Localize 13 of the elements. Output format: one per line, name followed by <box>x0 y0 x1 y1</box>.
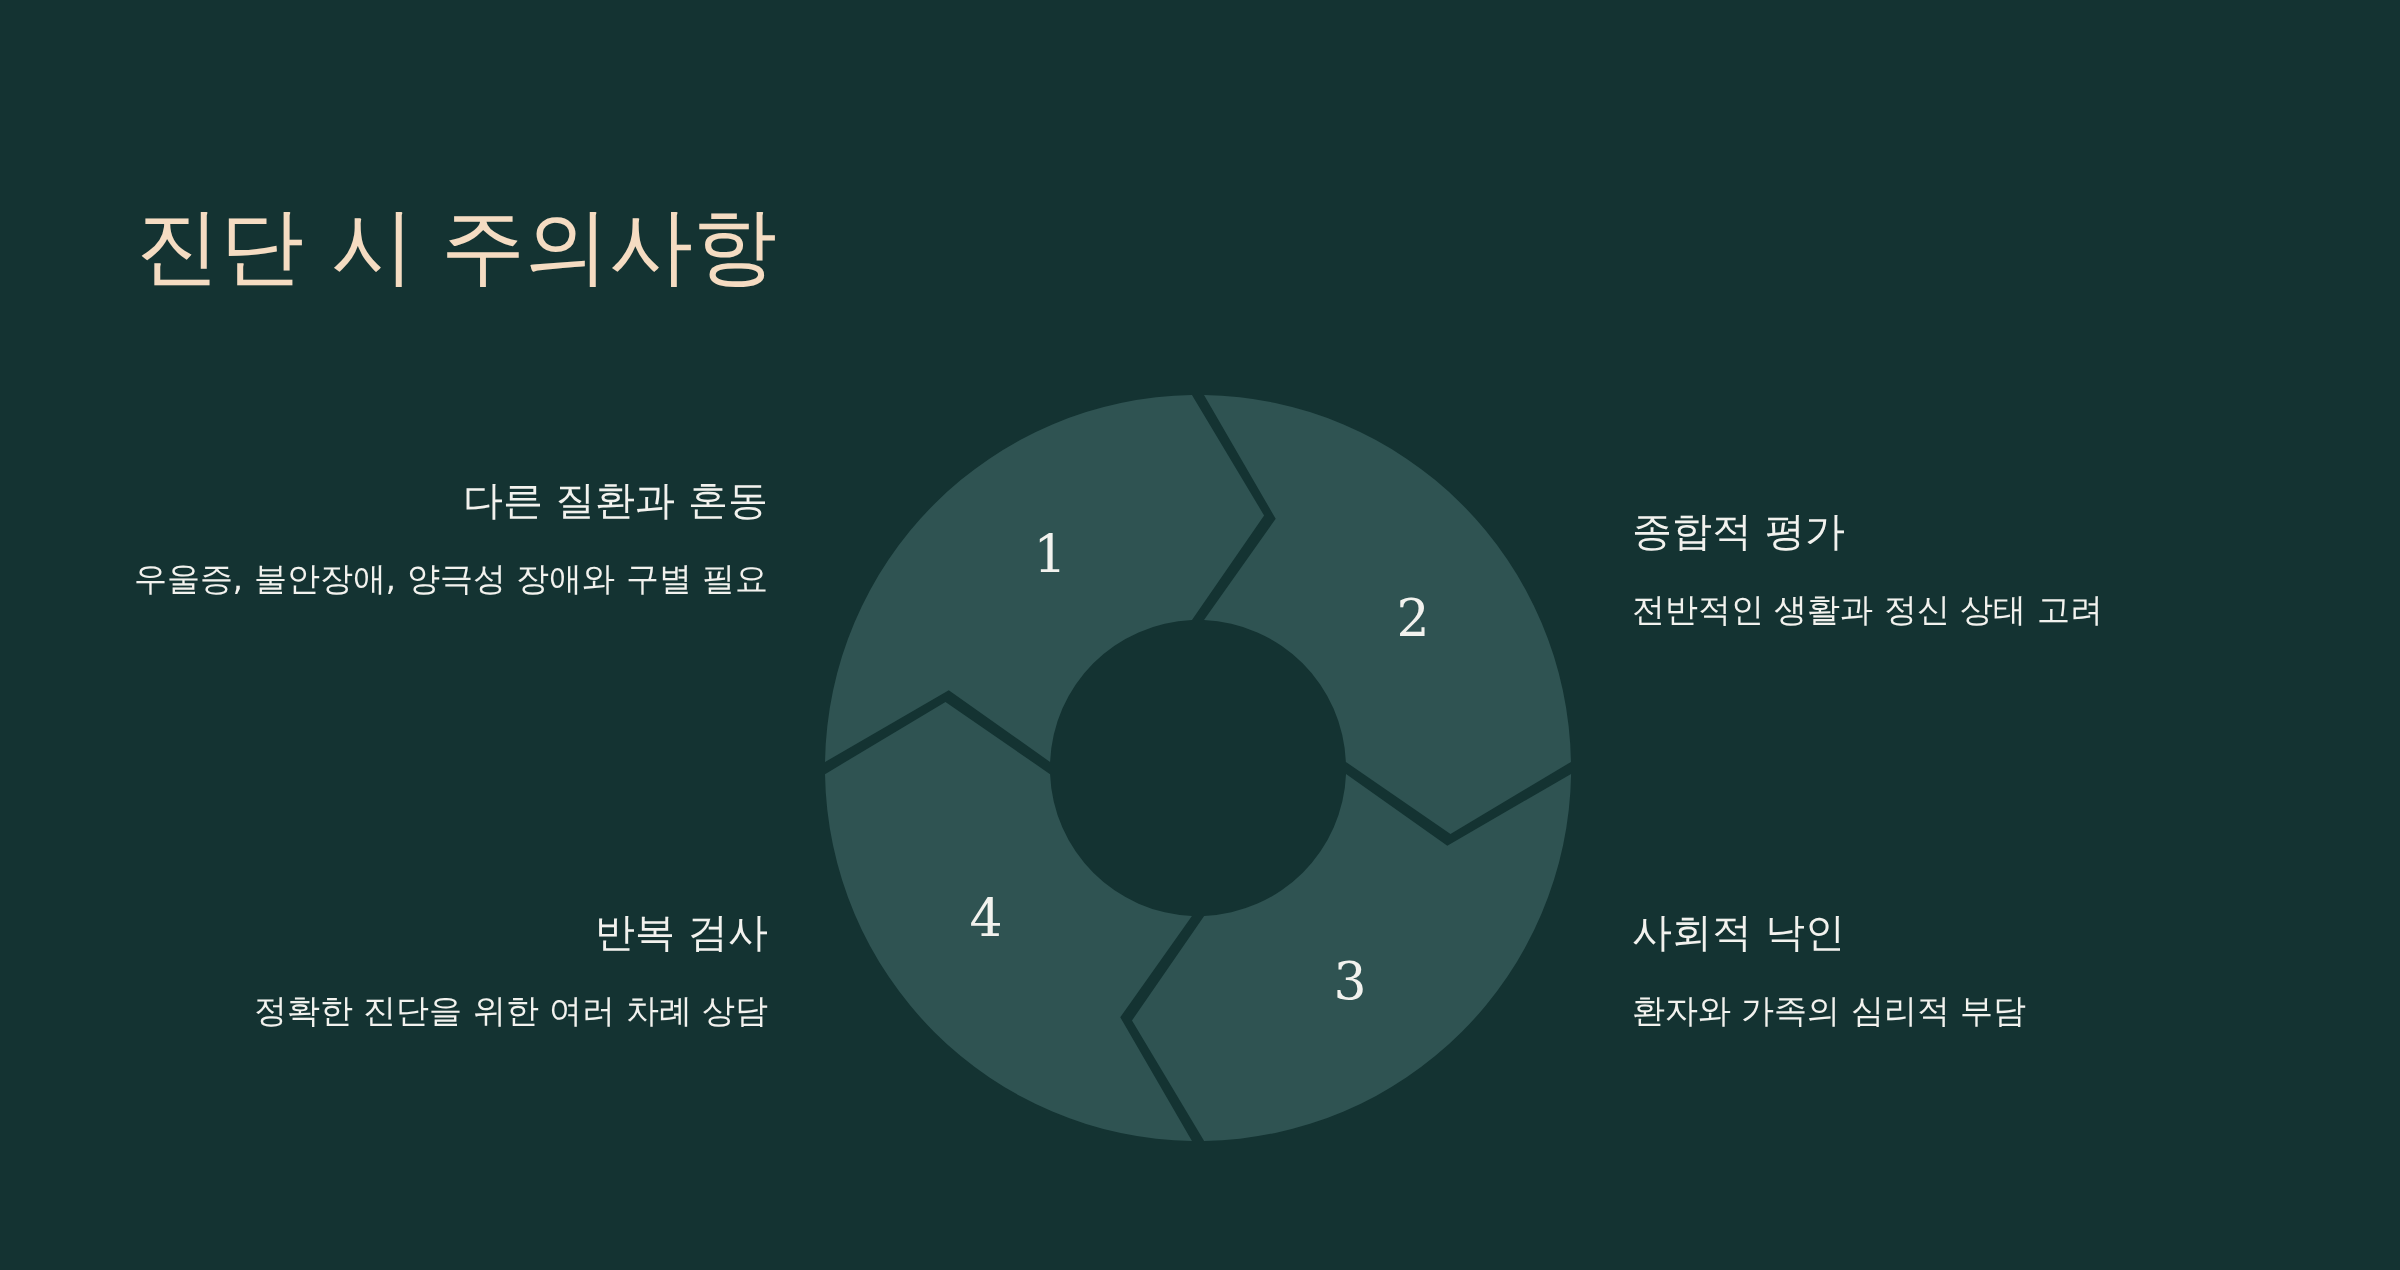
step-description: 전반적인 생활과 정신 상태 고려 <box>1632 589 2104 631</box>
step-description: 환자와 가족의 심리적 부담 <box>1632 990 2028 1032</box>
step-number: 1 <box>1033 528 1067 580</box>
step-number: 3 <box>1333 955 1367 1007</box>
step-number: 2 <box>1396 592 1430 644</box>
slide-title: 진단 시 주의사항 <box>136 196 778 297</box>
step-description: 우울증, 불안장애, 양극성 장애와 구별 필요 <box>132 558 768 600</box>
step-number: 4 <box>969 892 1003 944</box>
step-heading: 다른 질환과 혼동 <box>461 476 768 524</box>
step-heading: 사회적 낙인 <box>1632 908 1846 956</box>
step-heading: 반복 검사 <box>594 908 768 956</box>
step-description: 정확한 진단을 위한 여러 차례 상담 <box>252 990 768 1032</box>
step-heading: 종합적 평가 <box>1632 507 1846 555</box>
